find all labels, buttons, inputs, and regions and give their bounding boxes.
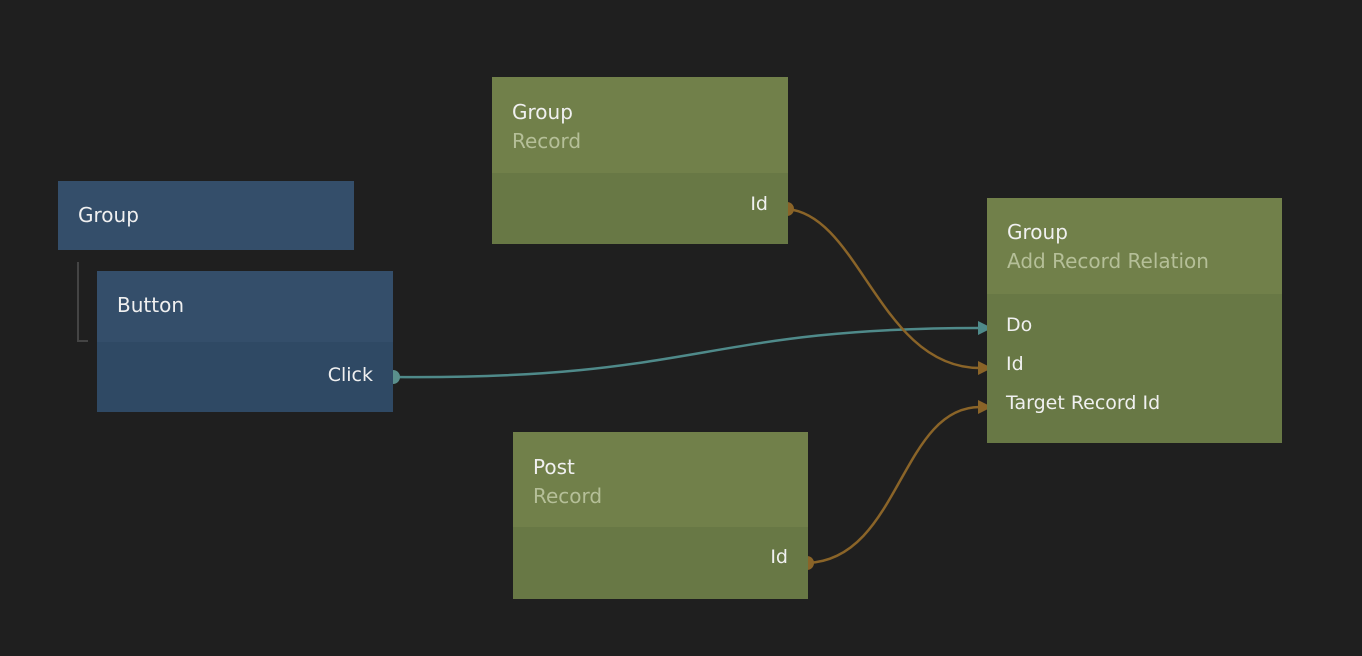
node-header: Button xyxy=(97,271,393,342)
node-type: Record xyxy=(533,484,603,508)
node-type: Record xyxy=(512,129,582,153)
wire-post-id-to-target[interactable] xyxy=(806,405,981,565)
post-record-node[interactable]: Post Record Id xyxy=(513,432,808,599)
wire-click-to-do[interactable] xyxy=(392,326,981,379)
output-port-id[interactable]: Id xyxy=(750,193,768,215)
node-body: Id xyxy=(513,527,808,599)
arrow-id-icon xyxy=(978,361,992,375)
node-header: Group xyxy=(58,181,354,250)
input-port-do[interactable]: Do xyxy=(1006,314,1033,336)
node-title: Group xyxy=(78,203,139,227)
node-title: Button xyxy=(117,293,184,317)
node-header: Group Add Record Relation xyxy=(987,198,1282,294)
node-header: Group Record xyxy=(492,77,788,173)
group-visual-node[interactable]: Group xyxy=(58,181,354,250)
output-port-id[interactable]: Id xyxy=(770,546,788,568)
hierarchy-bracket xyxy=(77,262,88,342)
node-type: Add Record Relation xyxy=(1007,249,1209,273)
arrow-target-icon xyxy=(978,400,992,414)
group-record-node[interactable]: Group Record Id xyxy=(492,77,788,244)
node-body: Click xyxy=(97,342,393,412)
output-port-click[interactable]: Click xyxy=(327,364,373,386)
arrow-do-icon xyxy=(978,321,992,335)
node-header: Post Record xyxy=(513,432,808,527)
input-port-target-record-id[interactable]: Target Record Id xyxy=(1006,392,1161,414)
input-port-id[interactable]: Id xyxy=(1006,353,1024,375)
add-record-relation-node[interactable]: Group Add Record Relation Do Id Target R… xyxy=(987,198,1282,443)
node-title: Group xyxy=(1007,220,1068,244)
node-title: Post xyxy=(533,455,575,479)
node-body: Do Id Target Record Id xyxy=(987,294,1282,443)
node-body: Id xyxy=(492,173,788,244)
wire-group-id-to-id[interactable] xyxy=(786,207,981,370)
node-title: Group xyxy=(512,100,573,124)
button-node[interactable]: Button Click xyxy=(97,271,393,412)
